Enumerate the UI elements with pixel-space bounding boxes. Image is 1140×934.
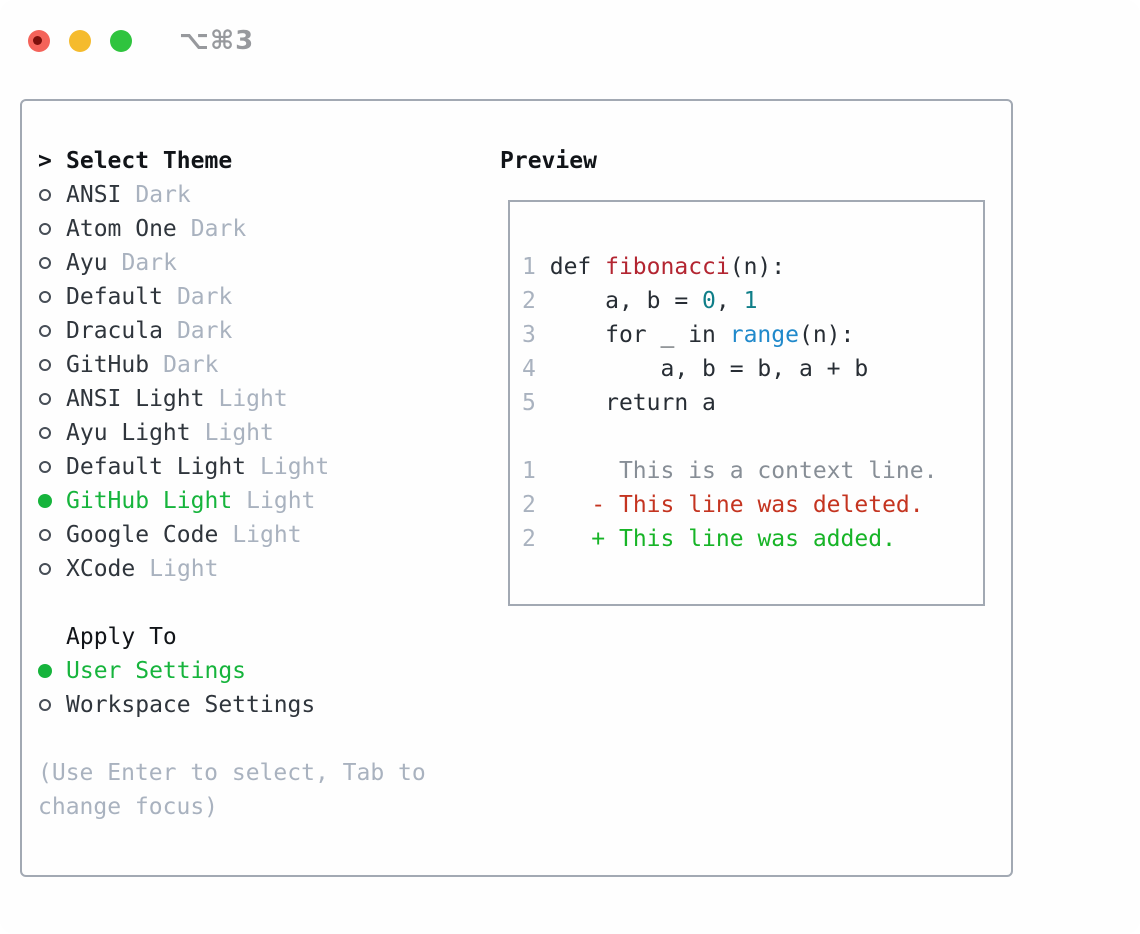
theme-item-google-code[interactable]: Google Code Light (38, 518, 488, 552)
blank-line (522, 420, 975, 454)
theme-item-xcode[interactable]: XCode Light (38, 552, 488, 586)
function-name-token: fibonacci (605, 254, 730, 280)
theme-picker-panel: > Select Theme ANSI Dark Atom One Dark A… (20, 99, 1013, 877)
code-line-2: 2 a, b = 0, 1 (522, 288, 758, 314)
keyboard-shortcut-label: ⌥⌘3 (179, 26, 255, 56)
radio-unselected-icon (38, 563, 66, 575)
radio-selected-icon (38, 494, 66, 508)
minimize-window-icon[interactable] (69, 30, 91, 52)
titlebar: ⌥⌘3 (28, 26, 254, 56)
code-line-3: 3 for _ in range(n): (522, 322, 855, 348)
radio-unselected-icon (38, 325, 66, 337)
theme-name: GitHub Light (66, 488, 233, 514)
code-line-4: 4 a, b = b, a + b (522, 356, 869, 382)
radio-unselected-icon (38, 699, 66, 711)
diff-added-text: This line was added. (618, 526, 896, 552)
theme-item-github-light[interactable]: GitHub Light Light (38, 484, 488, 518)
radio-unselected-icon (38, 529, 66, 541)
menu-title-row: > Select Theme (38, 144, 488, 178)
theme-name: Dracula (66, 318, 163, 344)
theme-name: Ayu (66, 250, 108, 276)
line-number: 3 (522, 322, 536, 348)
theme-name: Ayu Light (66, 420, 191, 446)
theme-item-default-light[interactable]: Default Light Light (38, 450, 488, 484)
radio-unselected-icon (38, 427, 66, 439)
theme-item-ayu-dark[interactable]: Ayu Dark (38, 246, 488, 280)
theme-variant-tag: Dark (176, 318, 233, 344)
theme-item-default-dark[interactable]: Default Dark (38, 280, 488, 314)
theme-item-ayu-light[interactable]: Ayu Light Light (38, 416, 488, 450)
theme-variant-tag: Dark (176, 284, 233, 310)
theme-variant-tag: Light (246, 488, 316, 514)
line-number: 1 (522, 254, 536, 280)
number-token: 1 (743, 288, 758, 314)
theme-name: ANSI Light (66, 386, 205, 412)
code-line-5: 5 return a (522, 390, 716, 416)
theme-variant-tag: Light (218, 386, 288, 412)
theme-variant-tag: Light (149, 556, 219, 582)
theme-name: ANSI (66, 182, 122, 208)
radio-unselected-icon (38, 461, 66, 473)
theme-variant-tag: Light (204, 420, 274, 446)
close-window-icon[interactable] (28, 30, 50, 52)
theme-item-ansi-dark[interactable]: ANSI Dark (38, 178, 488, 212)
theme-variant-tag: Light (232, 522, 302, 548)
spacer (38, 722, 488, 756)
diff-plus-icon: + (591, 526, 606, 552)
diff-added-line: 2 + This line was added. (522, 522, 975, 556)
theme-name: Atom One (66, 216, 177, 242)
code-line-1: 1 def fibonacci(n): (522, 254, 786, 280)
line-number: 1 (522, 458, 536, 484)
radio-unselected-icon (38, 189, 66, 201)
theme-variant-tag: Light (260, 454, 330, 480)
diff-minus-icon: - (591, 492, 606, 518)
theme-name: Default Light (66, 454, 247, 480)
theme-name: XCode (66, 556, 136, 582)
radio-unselected-icon (38, 223, 66, 235)
theme-variant-tag: Dark (121, 250, 177, 276)
apply-to-title-row: Apply To (38, 620, 488, 654)
theme-name: Google Code (66, 522, 219, 548)
theme-name: GitHub (66, 352, 150, 378)
radio-unselected-icon (38, 359, 66, 371)
theme-item-github-dark[interactable]: GitHub Dark (38, 348, 488, 382)
spacer (38, 586, 488, 620)
preview-title: Preview (500, 148, 597, 174)
builtin-call-token: range (729, 322, 799, 348)
apply-to-user-settings[interactable]: User Settings (38, 654, 488, 688)
radio-unselected-icon (38, 393, 66, 405)
apply-to-title: Apply To (66, 624, 177, 650)
radio-unselected-icon (38, 291, 66, 303)
theme-item-dracula-dark[interactable]: Dracula Dark (38, 314, 488, 348)
theme-variant-tag: Dark (135, 182, 191, 208)
keyboard-hint: (Use Enter to select, Tab to change focu… (38, 760, 426, 820)
line-number: 2 (522, 526, 536, 552)
zoom-window-icon[interactable] (110, 30, 132, 52)
apply-to-option-label: Workspace Settings (66, 692, 316, 718)
preview-box: 1 def fibonacci(n): 2 a, b = 0, 1 3 for … (508, 200, 985, 606)
line-number: 4 (522, 356, 536, 382)
theme-variant-tag: Dark (163, 352, 219, 378)
theme-name: Default (66, 284, 163, 310)
radio-unselected-icon (38, 257, 66, 269)
diff-context-text: This is a context line. (618, 458, 938, 484)
line-number: 2 (522, 492, 536, 518)
chevron-right-icon: > (38, 148, 52, 174)
prompt-container: > (38, 148, 66, 174)
line-number: 5 (522, 390, 536, 416)
diff-deleted-text: This line was deleted. (618, 492, 924, 518)
line-number: 2 (522, 288, 536, 314)
theme-item-atom-one-dark[interactable]: Atom One Dark (38, 212, 488, 246)
menu-title: Select Theme (66, 148, 233, 174)
theme-menu: > Select Theme ANSI Dark Atom One Dark A… (38, 144, 488, 824)
radio-selected-icon (38, 664, 66, 678)
apply-to-option-label: User Settings (66, 658, 247, 684)
theme-variant-tag: Dark (190, 216, 247, 242)
diff-context-line: 1 This is a context line. (522, 454, 975, 488)
theme-item-ansi-light[interactable]: ANSI Light Light (38, 382, 488, 416)
diff-deleted-line: 2 - This line was deleted. (522, 488, 975, 522)
apply-to-workspace-settings[interactable]: Workspace Settings (38, 688, 488, 722)
number-token: 0 (702, 288, 716, 314)
